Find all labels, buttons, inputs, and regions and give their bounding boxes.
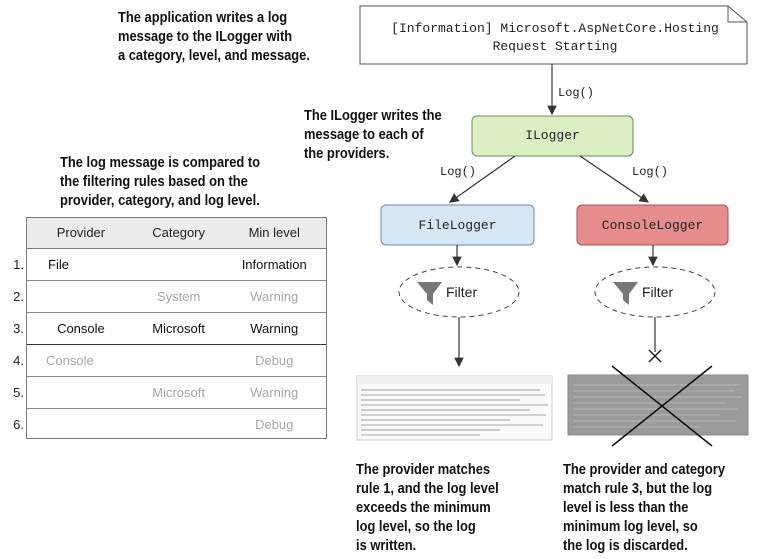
written-log-window [356, 375, 553, 441]
edge-label-log-left: Log() [440, 165, 477, 179]
cell-min-level: Debug [255, 417, 294, 432]
cell-min-level: Warning [221, 280, 327, 313]
file-logger-label: FileLogger [418, 218, 497, 233]
row-number: 1. [0, 248, 26, 281]
table-row: 3. Console Microsoft Warning [0, 312, 327, 345]
table-row: 4. Console Debug [0, 344, 327, 377]
log-message-document [359, 5, 748, 65]
cell-provider: Console [26, 312, 136, 345]
cell-min-level: Information [221, 248, 327, 281]
ilogger-box [471, 115, 634, 157]
cell-category: Microsoft [135, 312, 222, 345]
discarded-log-window [567, 365, 749, 447]
column-header-min-level: Min level [221, 217, 327, 249]
cell-category [135, 344, 222, 377]
table-row: 2. System Warning [0, 280, 327, 313]
filter-left-ellipse [398, 266, 520, 318]
table-header-row: Provider Category Min level [0, 217, 327, 249]
cell-min-level: Warning [221, 376, 327, 409]
cell-category [136, 409, 222, 441]
filter-right-ellipse [594, 266, 716, 318]
ilogger-label: ILogger [525, 128, 580, 143]
row-number: 4. [0, 344, 26, 377]
note-ilogger-writes: The ILogger writes the message to each o… [304, 107, 442, 162]
row-number: 2. [0, 280, 26, 313]
table-row: 1. File Information [0, 248, 327, 281]
row-number: 3. [0, 312, 26, 345]
table-row: 6. Debug [0, 408, 327, 441]
cell-provider [26, 280, 136, 313]
column-header-provider: Provider [26, 217, 136, 249]
row-number: 6. [0, 408, 26, 440]
note-provider-matches: The provider matches rule 1, and the log… [356, 461, 499, 554]
cell-provider: File [26, 248, 136, 281]
cell-provider [26, 376, 136, 409]
funnel-icon-right [613, 282, 638, 305]
cell-min-level: Debug [221, 344, 327, 377]
edge-label-log-top: Log() [558, 86, 595, 100]
note-application-writes: The application writes a log message to … [118, 9, 310, 64]
log-message-line-2: Request Starting [492, 39, 618, 54]
filter-right-label: Filter [642, 284, 674, 300]
filter-rules-table: Provider Category Min level 1. File Info… [0, 217, 327, 440]
log-message-text: [Information] Microsoft.AspNetCore.Hosti… [360, 20, 750, 56]
funnel-icon-left [417, 282, 442, 305]
log-message-line-1: [Information] Microsoft.AspNetCore.Hosti… [391, 21, 719, 36]
cell-category: Microsoft [135, 376, 222, 409]
note-compared-to-rules: The log message is compared to the filte… [60, 154, 261, 209]
cell-provider: Console [26, 344, 136, 377]
table-row: 5. Microsoft Warning [0, 376, 327, 409]
note-provider-category: The provider and category match rule 3, … [563, 461, 726, 554]
filter-left-label: Filter [446, 284, 478, 300]
cell-provider [26, 409, 136, 441]
row-number: 5. [0, 376, 26, 409]
cell-min-level: Warning [221, 312, 327, 345]
column-header-category: Category [135, 217, 222, 249]
console-logger-label: ConsoleLogger [601, 218, 704, 233]
discard-cross-line-2 [611, 365, 713, 447]
cell-category: System [135, 280, 222, 313]
cell-category [135, 248, 222, 281]
edge-label-log-right: Log() [632, 165, 669, 179]
